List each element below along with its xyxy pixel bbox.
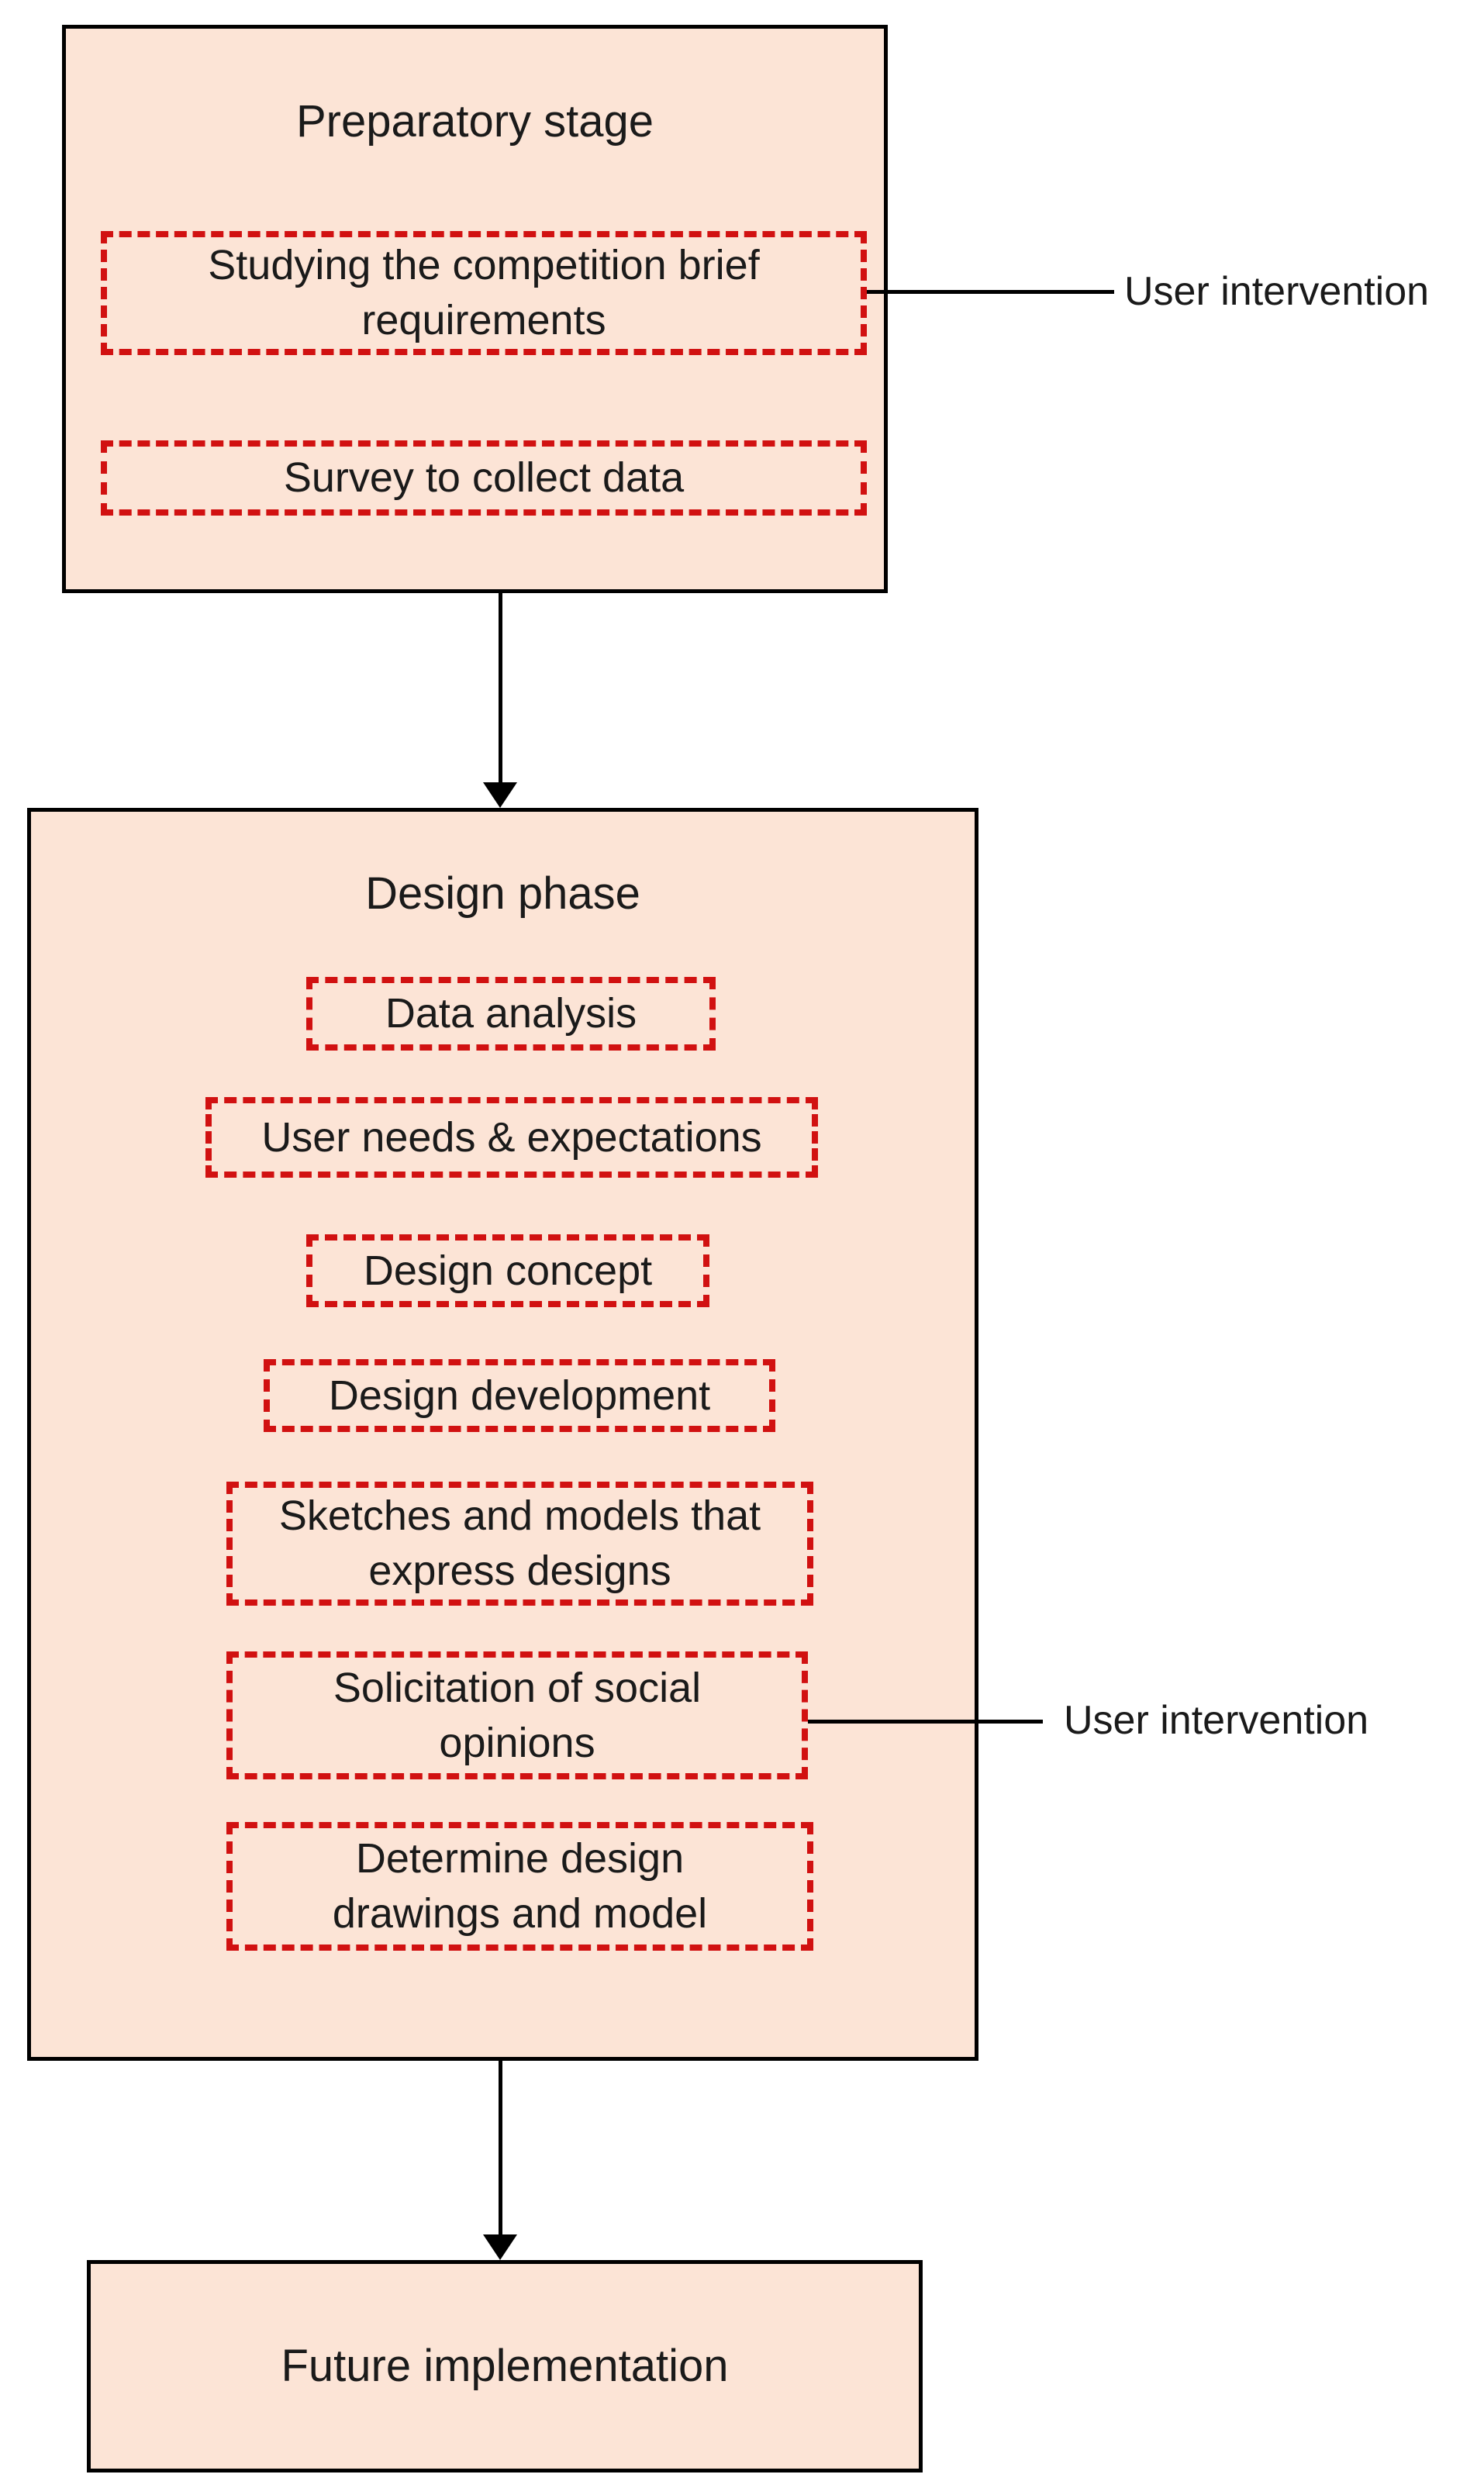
user-intervention-label-1: User intervention xyxy=(1124,269,1430,314)
step-box-determine-drawings-model: Determine design drawings and model xyxy=(226,1822,813,1951)
flow-arrow-1-shaft xyxy=(499,593,502,785)
step-box-design-development: Design development xyxy=(264,1359,775,1432)
stage-box-preparatory: Preparatory stage Studying the competiti… xyxy=(62,25,888,593)
step-label: Design development xyxy=(328,1372,711,1419)
step-box-survey-collect-data: Survey to collect data xyxy=(101,440,867,516)
step-box-data-analysis: Data analysis xyxy=(306,977,716,1051)
step-label: User needs & expectations xyxy=(261,1113,762,1161)
step-box-solicitation-opinions: Solicitation of social opinions xyxy=(226,1651,808,1779)
step-label: Survey to collect data xyxy=(283,454,685,502)
flow-arrow-1-head xyxy=(483,782,517,808)
user-intervention-label-2: User intervention xyxy=(1064,1698,1369,1743)
step-label: Studying the competition brief requireme… xyxy=(208,242,760,343)
annotation-connector-line-2 xyxy=(808,1720,1043,1724)
step-label: Data analysis xyxy=(385,990,637,1037)
step-label: Solicitation of social opinions xyxy=(333,1664,702,1766)
flow-arrow-2-head xyxy=(483,2234,517,2260)
stage-title-preparatory: Preparatory stage xyxy=(295,96,654,147)
step-box-studying-brief: Studying the competition brief requireme… xyxy=(101,231,867,355)
stage-title-future-implementation: Future implementation xyxy=(281,2340,729,2391)
stage-box-design-phase: Design phase Data analysis User needs & … xyxy=(27,808,978,2061)
step-box-user-needs-expectations: User needs & expectations xyxy=(205,1097,818,1178)
stage-box-future-implementation: Future implementation xyxy=(87,2260,923,2472)
step-box-design-concept: Design concept xyxy=(306,1234,709,1307)
step-label: Sketches and models that express designs xyxy=(278,1492,761,1594)
stage-title-design-phase: Design phase xyxy=(365,868,640,919)
flow-arrow-2-shaft xyxy=(499,2061,502,2236)
step-box-sketches-models: Sketches and models that express designs xyxy=(226,1482,813,1606)
annotation-connector-line-1 xyxy=(867,290,1114,294)
step-label: Design concept xyxy=(363,1247,653,1294)
step-label: Determine design drawings and model xyxy=(332,1835,708,1937)
